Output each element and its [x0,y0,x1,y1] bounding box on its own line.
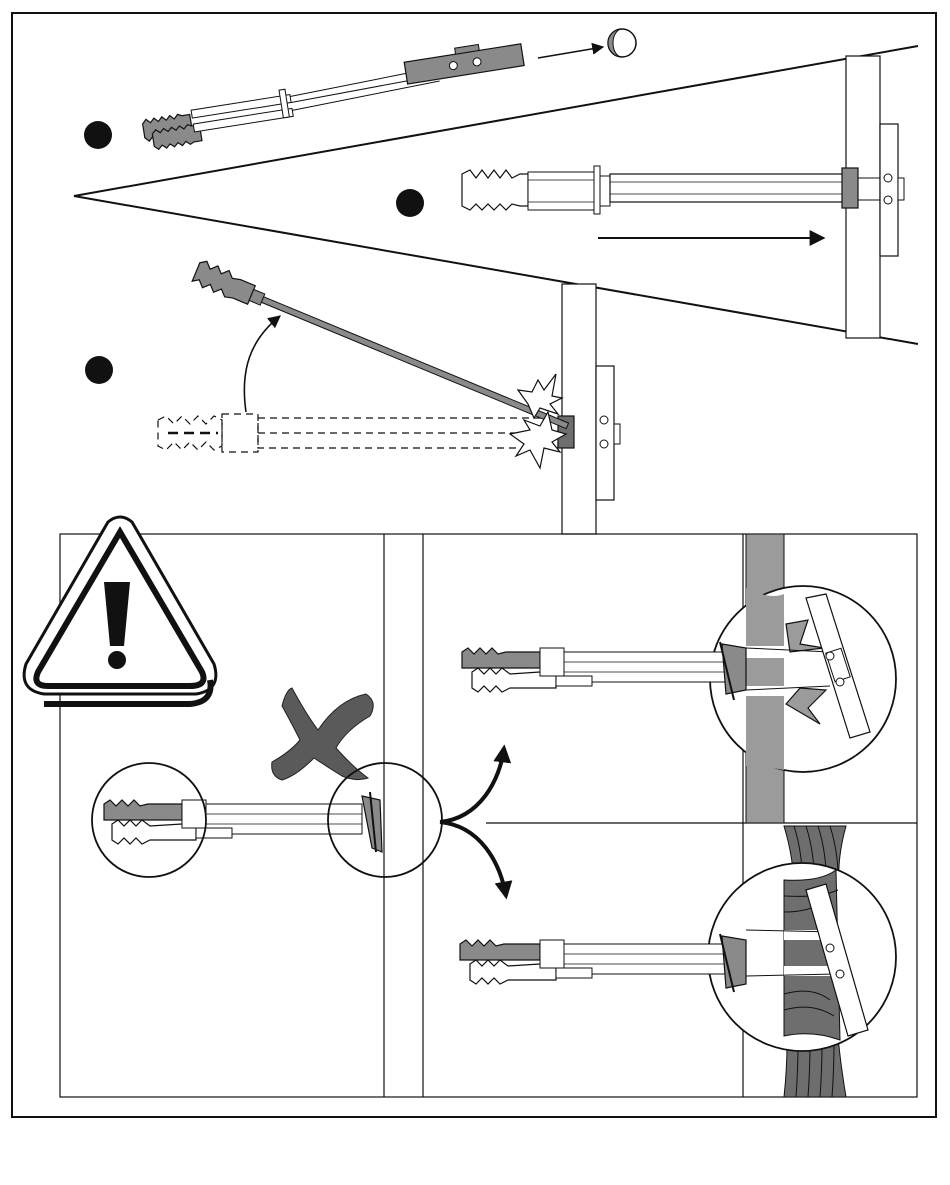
do-not-x-icon [272,688,373,780]
anchor-tool-inserted [462,166,892,214]
snap-arrow [244,316,280,412]
anchor-tool-snapped [191,259,572,437]
warning-triangle-icon [24,517,216,704]
branch-arrow-down [440,822,506,896]
mount-plate-b [880,124,898,256]
step-marker-a [84,121,112,149]
anchor-tool-wrong-use [104,792,382,852]
step-marker-c [85,356,113,384]
rotate-arrow [538,47,603,58]
step-marker-b [396,189,424,217]
mount-plate-c [596,366,614,500]
anchor-tool-folded [139,38,529,151]
moon-phase-icon [608,29,636,57]
anchor-tool-solid-wall [462,642,746,700]
wall-c [562,284,596,534]
anchor-tool-layered-wall [460,934,746,992]
branch-arrow-up [440,748,504,822]
